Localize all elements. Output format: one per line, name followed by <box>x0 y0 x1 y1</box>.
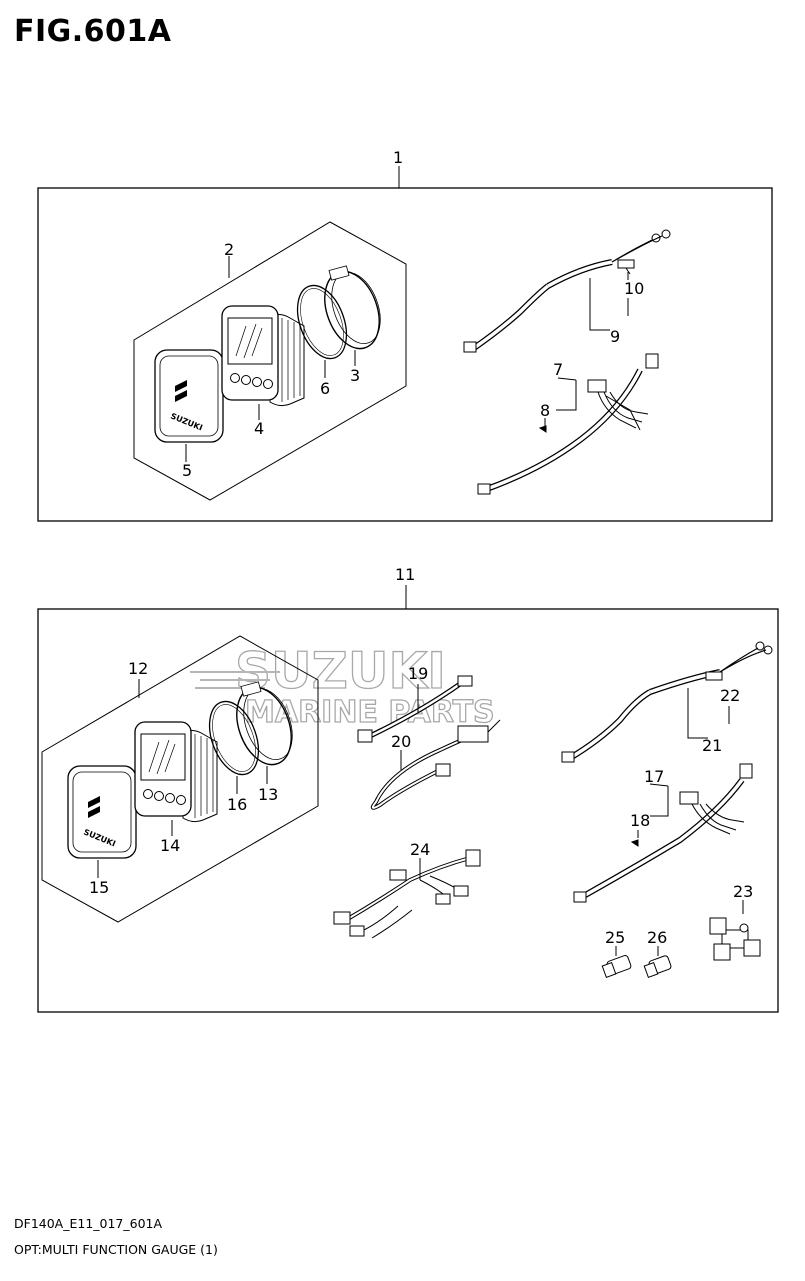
footer-diagram-name: OPT:MULTI FUNCTION GAUGE (1) <box>14 1242 218 1257</box>
harness-21 <box>561 641 773 763</box>
callout-18: 18 <box>630 811 650 830</box>
o-ring-6 <box>296 284 348 360</box>
t-connector-23 <box>709 917 761 961</box>
terminator-plug-26 <box>643 955 672 978</box>
cable-20 <box>370 719 501 810</box>
callout-19: 19 <box>408 664 428 683</box>
gauge-body-14 <box>134 721 218 823</box>
mounting-nut-13 <box>236 681 293 766</box>
callout-7: 7 <box>553 360 563 379</box>
gauge-subassembly-box-2 <box>133 221 407 501</box>
harness-9 <box>463 229 671 353</box>
mounting-nut-3 <box>324 265 381 350</box>
terminator-plug-25 <box>601 955 632 978</box>
callout-11: 11 <box>395 565 415 584</box>
callout-14: 14 <box>160 836 180 855</box>
callout-24: 24 <box>410 840 430 859</box>
kit-box-1 <box>37 187 773 522</box>
callout-2: 2 <box>224 240 234 259</box>
callout-9: 9 <box>610 327 620 346</box>
callout-16: 16 <box>227 795 247 814</box>
callout-1: 1 <box>393 148 403 167</box>
watermark: SUZUKI MARINE PARTS <box>190 641 495 731</box>
screw-8 <box>538 425 547 433</box>
callout-6: 6 <box>320 379 330 398</box>
suzuki-s-logo <box>175 380 187 402</box>
figure-title: FIG.601A <box>14 14 172 49</box>
callout-23: 23 <box>733 882 753 901</box>
callout-25: 25 <box>605 928 625 947</box>
o-ring-16 <box>208 700 260 776</box>
callout-13: 13 <box>258 785 278 804</box>
callout-22: 22 <box>720 686 740 705</box>
gauge-cover-5: SUZUKI <box>154 349 224 443</box>
callout-15: 15 <box>89 878 109 897</box>
callout-3: 3 <box>350 366 360 385</box>
suzuki-s-logo-2 <box>88 796 100 818</box>
gauge-body-4 <box>221 305 305 407</box>
harness-17 <box>573 763 753 903</box>
callout-4: 4 <box>254 419 264 438</box>
callout-8: 8 <box>540 401 550 420</box>
kit-box-11 <box>37 608 779 1013</box>
callout-5: 5 <box>182 461 192 480</box>
watermark-line2: MARINE PARTS <box>245 695 495 730</box>
cable-19 <box>357 675 473 743</box>
callout-17: 17 <box>644 767 664 786</box>
harness-24 <box>333 849 481 939</box>
callout-12: 12 <box>128 659 148 678</box>
callout-10: 10 <box>624 279 644 298</box>
callout-21: 21 <box>702 736 722 755</box>
callout-26: 26 <box>647 928 667 947</box>
callout-20: 20 <box>391 732 411 751</box>
screw-18 <box>630 839 639 847</box>
gauge-cover-15: SUZUKI <box>67 765 137 859</box>
harness-7 <box>477 353 659 495</box>
gauge-subassembly-box-12 <box>41 635 319 923</box>
footer-diagram-code: DF140A_E11_017_601A <box>14 1216 163 1231</box>
